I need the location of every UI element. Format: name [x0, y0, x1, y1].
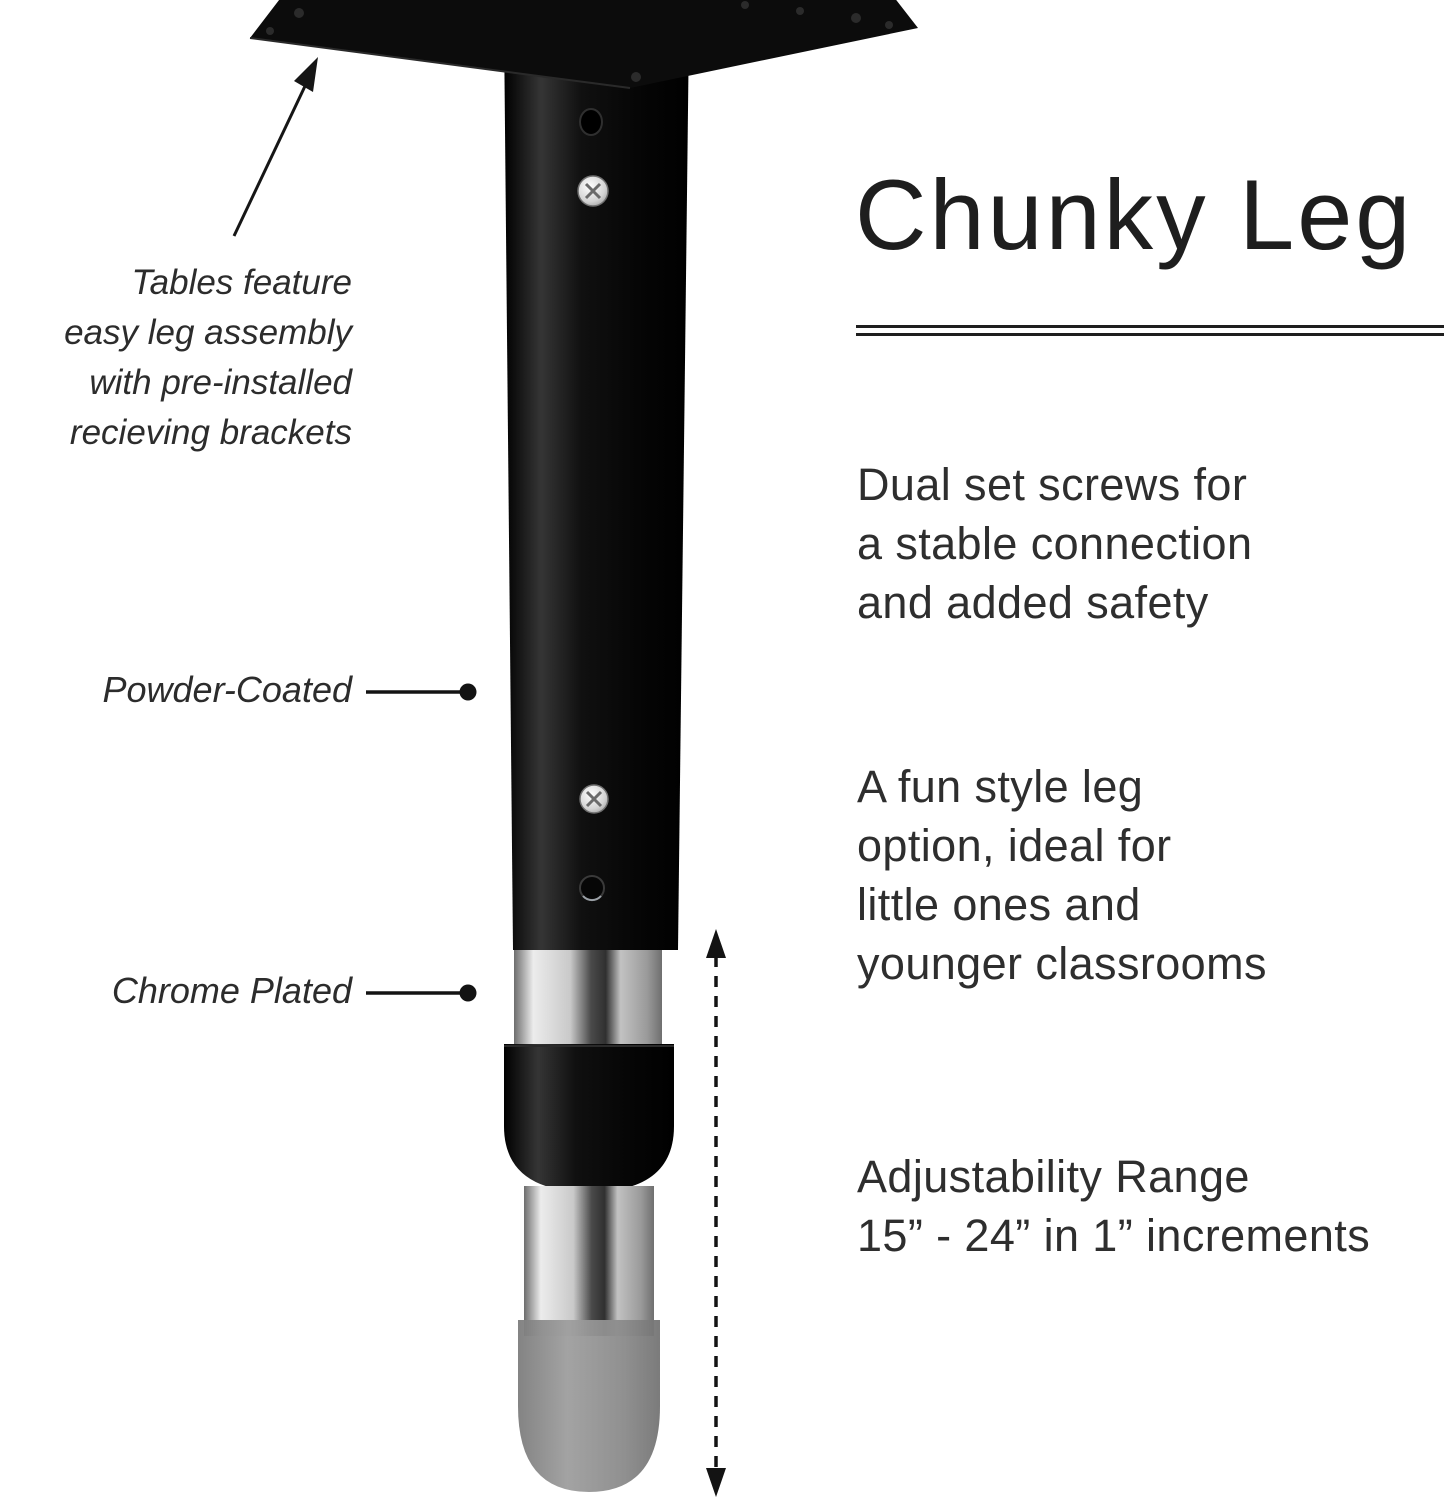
chrome-plated-label: Chrome Plated [111, 970, 352, 1011]
powder-coated-leader-line [366, 683, 477, 701]
assembly-note-line: recieving brackets [69, 413, 352, 453]
feature-adjustability: Adjustability Range 15” - 24” in 1” incr… [857, 1148, 1370, 1266]
feature-dual-screws: Dual set screws for a stable connection … [857, 456, 1252, 633]
powder-coated-label: Powder-Coated [102, 669, 353, 710]
assembly-note-line: easy leg assembly [64, 313, 352, 353]
chrome-lower-tube [524, 1186, 654, 1336]
adjustability-range-arrow-icon [706, 929, 726, 1497]
mounting-plate [250, 0, 918, 88]
rubber-foot [518, 1320, 660, 1492]
mounting-plate-edge [249, 37, 631, 89]
powder-coated-shaft [504, 26, 689, 950]
feature-line: a stable connection [857, 517, 1253, 569]
page-title: Chunky Leg [855, 159, 1414, 270]
set-screw-lower-icon [579, 784, 609, 814]
set-screw-hole-lower [579, 875, 605, 902]
feature-line: option, ideal for [857, 819, 1172, 871]
feature-line: 15” - 24” in 1” increments [857, 1209, 1371, 1261]
feature-line: and added safety [857, 576, 1209, 628]
set-screw-hole-top [579, 108, 603, 136]
title-underline [856, 325, 1444, 336]
assembly-note: Tables feature easy leg assembly with pr… [0, 258, 352, 458]
feature-line: Dual set screws for [857, 459, 1248, 510]
feature-line: Adjustability Range [857, 1151, 1250, 1202]
assembly-note-line: with pre-installed [89, 363, 352, 403]
bracket-pointer-arrow-icon [232, 57, 318, 237]
assembly-note-line: Tables feature [131, 263, 352, 302]
set-screw-top-icon [577, 175, 609, 207]
feature-line: younger classrooms [857, 937, 1267, 989]
adjustment-collar [504, 1044, 674, 1192]
feature-line: A fun style leg [857, 761, 1144, 812]
plate-screw-holes [266, 1, 893, 82]
chrome-upper-sleeve [514, 938, 662, 1048]
feature-line: little ones and [857, 878, 1141, 930]
feature-fun-style: A fun style leg option, ideal for little… [857, 758, 1267, 994]
chrome-plated-leader-line [366, 984, 477, 1002]
